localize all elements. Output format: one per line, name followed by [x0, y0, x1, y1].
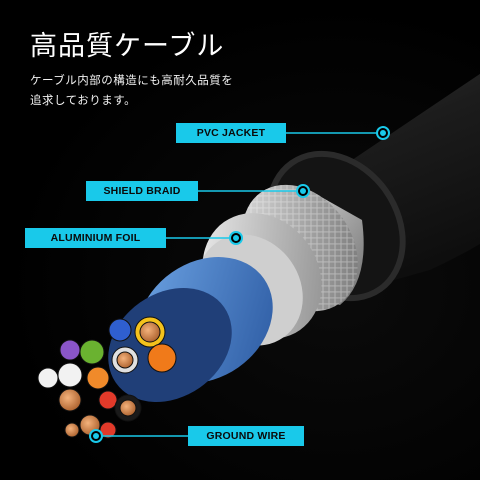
page-description: ケーブル内部の構造にも高耐久品質を 追求しております。: [30, 70, 233, 110]
label-aluminium-foil: ALUMINIUM FOIL: [25, 228, 166, 248]
leader-dots: [89, 126, 390, 443]
description-line-1: ケーブル内部の構造にも高耐久品質を: [30, 73, 234, 87]
leader-lines: [96, 132, 383, 437]
conductor-group: [37, 316, 177, 439]
label-shield-braid: SHIELD BRAID: [86, 181, 198, 201]
label-ground-wire: GROUND WIRE: [188, 426, 304, 446]
label-pvc-jacket: PVC JACKET: [176, 123, 286, 143]
description-line-2: 追求しております。: [30, 93, 137, 107]
page-title: 高品質ケーブル: [30, 31, 225, 62]
